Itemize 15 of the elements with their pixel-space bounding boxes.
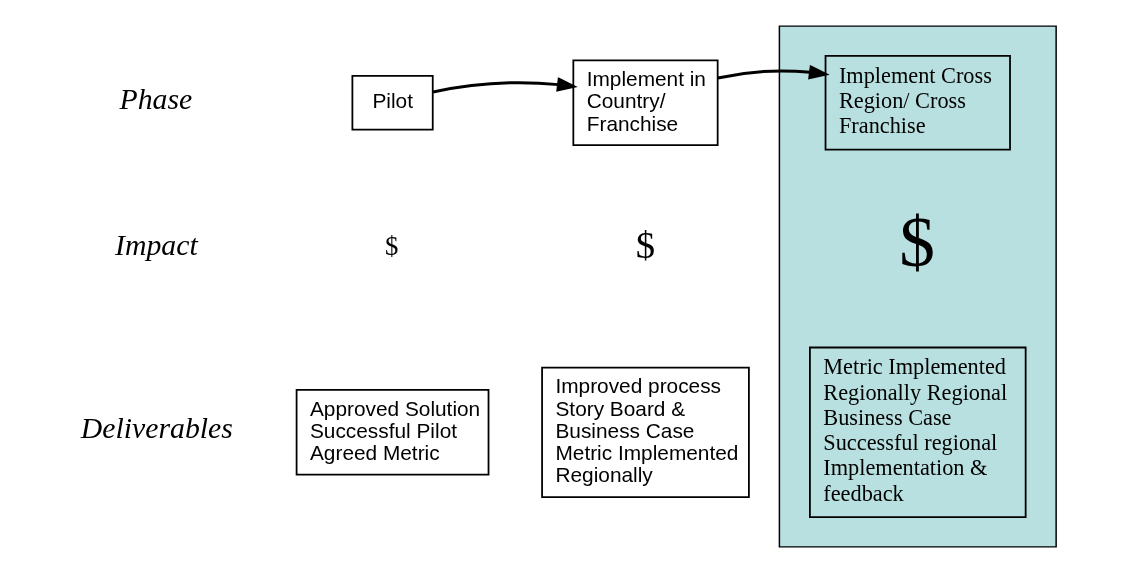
arrow: [432, 77, 578, 94]
cluster: [778, 25, 1057, 548]
label: Impact: [115, 227, 198, 261]
node-box: Implement in Country/ Franchise: [572, 59, 719, 147]
label: $: [635, 223, 656, 266]
label: $: [899, 202, 935, 282]
node-box: Metric Implemented Regionally Regional Business Case Successful regional Implementation & feedback: [809, 346, 1027, 518]
node-box: Improved process Story Board & Business Case Metric Implemented Regionally: [541, 366, 750, 498]
label: $: [385, 231, 399, 262]
node-box: Implement Cross Region/ Cross Franchise: [824, 55, 1011, 151]
node-box: Approved Solution Successful Pilot Agreed Metric: [295, 389, 490, 476]
node-box: Pilot: [351, 75, 434, 131]
label: Phase: [119, 81, 193, 115]
arrow: [717, 64, 830, 80]
label: Deliverables: [80, 411, 233, 445]
